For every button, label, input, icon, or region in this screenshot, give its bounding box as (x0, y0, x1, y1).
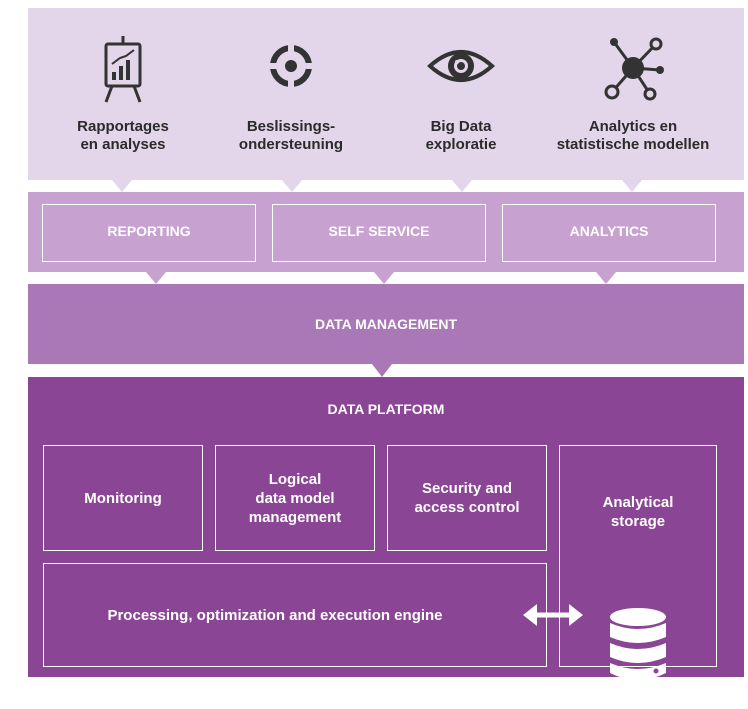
use-case-label: Analytics en statistische modellen (556, 118, 710, 153)
analytical-storage-label: Analytical storage (602, 494, 674, 530)
connector-notch (112, 180, 132, 192)
connector-notch (146, 272, 166, 284)
use-case-label: Big Data exploratie (425, 118, 497, 153)
data-platform-title: DATA PLATFORM (327, 401, 445, 417)
use-cases-band: Rapportages en analyses Beslissings- ond… (28, 8, 744, 180)
reporting-box: REPORTING (42, 204, 256, 262)
network-icon (538, 34, 728, 104)
target-icon (196, 34, 386, 104)
presentation-chart-icon (28, 34, 218, 104)
use-case-label: Beslissings- ondersteuning (238, 118, 344, 153)
bidirectional-arrow-icon (523, 601, 583, 634)
connector-notch (372, 364, 392, 377)
use-case-decision-support: Beslissings- ondersteuning (196, 34, 386, 154)
data-management-band: DATA MANAGEMENT (28, 284, 744, 364)
connector-notch (374, 272, 394, 284)
analytics-box: ANALYTICS (502, 204, 716, 262)
self-service-box: SELF SERVICE (272, 204, 486, 262)
connector-notch (282, 180, 302, 192)
processing-engine-box: Processing, optimization and execution e… (43, 563, 547, 667)
connector-notch (452, 180, 472, 192)
connector-notch (622, 180, 642, 192)
data-platform-band: DATA PLATFORM Monitoring Logical data mo… (28, 377, 744, 680)
connector-notch (596, 272, 616, 284)
eye-icon (366, 34, 556, 104)
security-access-box: Security and access control (387, 445, 547, 551)
tools-band: REPORTING SELF SERVICE ANALYTICS (28, 192, 744, 272)
monitoring-box: Monitoring (43, 445, 203, 551)
use-case-reporting: Rapportages en analyses (28, 34, 218, 154)
processing-engine-label: Processing, optimization and execution e… (107, 606, 443, 624)
analytical-storage-box: Analytical storage (559, 445, 717, 680)
database-icon (560, 588, 716, 690)
use-case-big-data: Big Data exploratie (366, 34, 556, 154)
logical-data-model-box: Logical data model management (215, 445, 375, 551)
use-case-analytics: Analytics en statistische modellen (538, 34, 728, 154)
use-case-label: Rapportages en analyses (77, 118, 169, 153)
